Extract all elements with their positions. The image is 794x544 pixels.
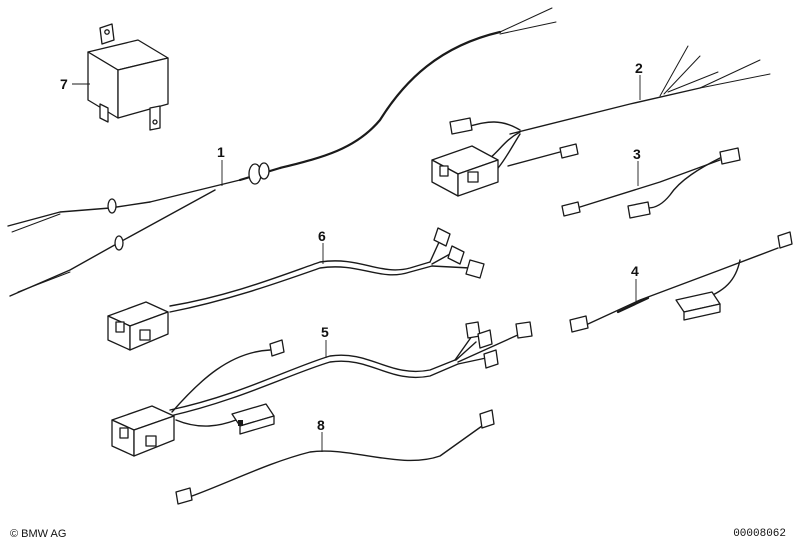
callout-8: 8: [317, 417, 325, 433]
single-cable-part-8: 8: [175, 409, 495, 505]
callout-4: 4: [631, 263, 639, 279]
image-number: 00008062: [733, 528, 786, 540]
headlight-harness-part-6: 6: [107, 227, 485, 351]
copyright-notice: © BMW AG: [10, 528, 67, 540]
resistor-cable-part-4: 4: [569, 231, 793, 333]
callout-3: 3: [633, 146, 641, 162]
headlight-harness-part-2: 2: [431, 45, 771, 197]
callout-7: 7: [60, 76, 68, 92]
main-harness-part-1: 1: [7, 7, 557, 297]
callout-6: 6: [318, 228, 326, 244]
headlight-harness-part-5: 5: [111, 321, 533, 457]
relay-part-7: 7: [60, 23, 169, 131]
adapter-harness-part-3: 3: [561, 146, 741, 219]
callout-2: 2: [635, 60, 643, 76]
callout-1: 1: [217, 144, 225, 160]
callout-5: 5: [321, 324, 329, 340]
